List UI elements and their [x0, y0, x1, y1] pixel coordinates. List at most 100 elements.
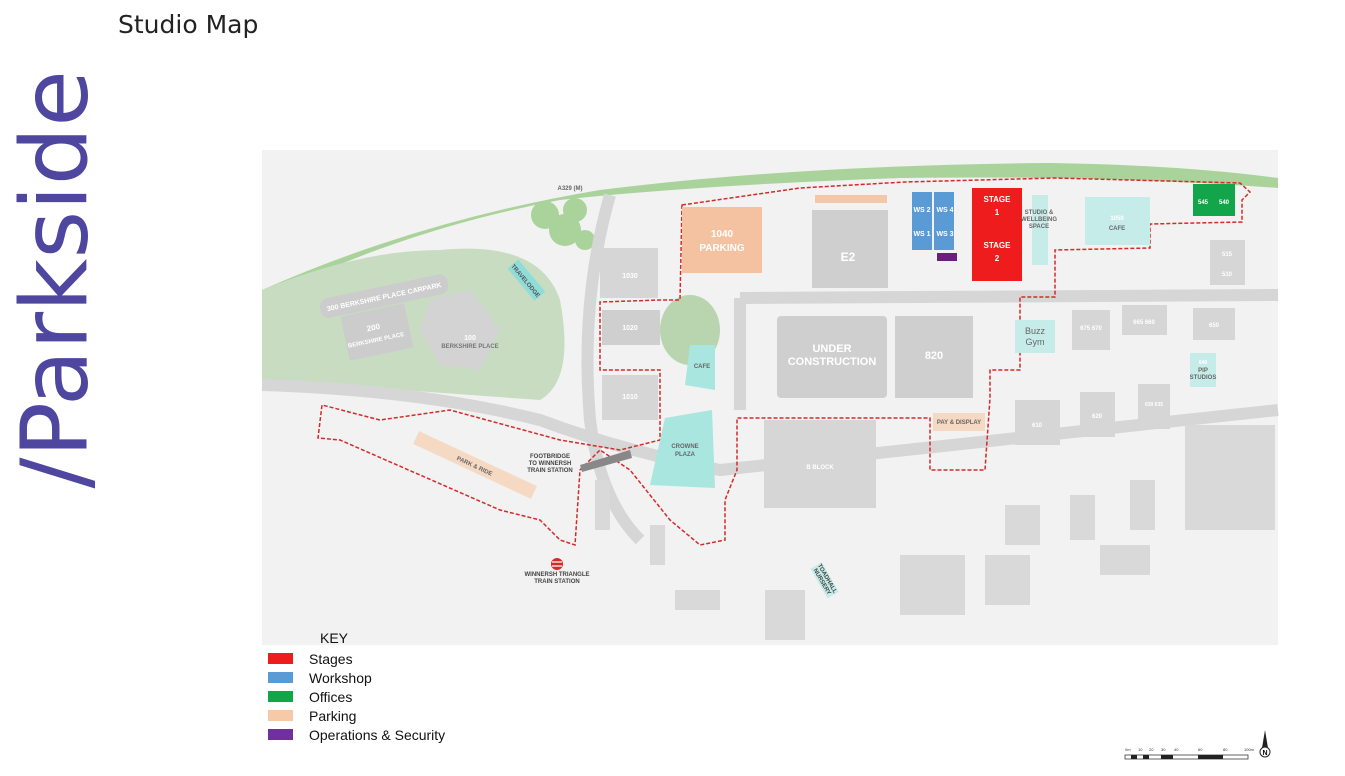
- building-630-635: 630 635: [1138, 384, 1170, 429]
- svg-text:820: 820: [925, 350, 943, 362]
- svg-text:545: 545: [1198, 200, 1209, 206]
- stage-1: STAGE: [984, 195, 1012, 204]
- key-item-operations: Operations & Security: [268, 725, 445, 744]
- key-title: KEY: [320, 630, 349, 646]
- svg-text:CAFE: CAFE: [694, 364, 710, 370]
- footbridge: [580, 450, 632, 472]
- studio-wellbeing-space: STUDIO & WELLBEING SPACE: [1021, 195, 1057, 265]
- svg-text:TRAIN STATION: TRAIN STATION: [527, 468, 572, 474]
- offices-545-540: 545 540: [1193, 184, 1235, 216]
- svg-text:620: 620: [1092, 414, 1103, 420]
- workshop-ws1: WS 1: [913, 231, 930, 238]
- building-675-670: 675 670: [1072, 310, 1110, 350]
- trees: [531, 198, 595, 250]
- svg-text:10: 10: [1138, 747, 1143, 752]
- workshop-ws3: WS 3: [936, 231, 953, 238]
- building-100: [420, 290, 500, 370]
- operations-security: [937, 253, 957, 261]
- key-label: Offices: [309, 688, 353, 705]
- rail-icon: [551, 558, 563, 570]
- svg-text:CROWNE: CROWNE: [671, 444, 698, 450]
- key-item-stages: Stages: [268, 649, 445, 668]
- workshop-ws2: WS 2: [913, 207, 930, 214]
- parking-strip: [815, 195, 887, 203]
- train-station: WINNERSH TRIANGLE TRAIN STATION: [525, 558, 590, 585]
- svg-text:200: 200: [366, 322, 381, 334]
- svg-text:E2: E2: [841, 250, 856, 264]
- svg-text:SPACE: SPACE: [1029, 224, 1049, 230]
- crowne-plaza: CROWNE PLAZA: [650, 410, 715, 488]
- svg-text:610: 610: [1032, 423, 1043, 429]
- svg-text:510: 510: [1222, 272, 1233, 278]
- building-200: 200 BERKSHIRE PLACE: [340, 303, 414, 361]
- berkshire-grounds: [262, 248, 565, 400]
- svg-text:Gym: Gym: [1026, 337, 1045, 347]
- svg-text:30: 30: [1161, 747, 1166, 752]
- svg-text:CONSTRUCTION: CONSTRUCTION: [788, 356, 877, 368]
- stages-swatch: [268, 653, 293, 664]
- building-820: 820: [895, 316, 973, 398]
- svg-text:STUDIO &: STUDIO &: [1025, 210, 1054, 216]
- key-item-workshop: Workshop: [268, 668, 445, 687]
- footbridge-label: FOOTBRIDGE TO WINNERSH TRAIN STATION: [527, 454, 572, 474]
- svg-text:40: 40: [1174, 747, 1179, 752]
- svg-text:2: 2: [995, 254, 1000, 263]
- buzz-gym: Buzz Gym: [1015, 320, 1055, 353]
- svg-text:FOOTBRIDGE: FOOTBRIDGE: [530, 454, 570, 460]
- svg-text:1010: 1010: [622, 394, 638, 401]
- building-620: 620: [1080, 392, 1115, 437]
- north-arrow-icon: N: [1259, 730, 1271, 758]
- svg-text:PLAZA: PLAZA: [675, 452, 696, 458]
- under-construction: UNDER CONSTRUCTION: [777, 316, 887, 398]
- svg-text:515: 515: [1222, 252, 1233, 258]
- svg-text:TRAIN STATION: TRAIN STATION: [534, 579, 579, 585]
- key-item-offices: Offices: [268, 687, 445, 706]
- svg-text:640: 640: [1199, 360, 1208, 366]
- workshop-swatch: [268, 672, 293, 683]
- building-1030: 1030: [600, 248, 658, 298]
- svg-text:665 660: 665 660: [1133, 320, 1155, 326]
- svg-text:1050: 1050: [1110, 216, 1124, 222]
- toadhall-nursery: TOADHALL NURSERY: [810, 562, 839, 599]
- stage-2: STAGE: [984, 241, 1012, 250]
- svg-text:PIP: PIP: [1198, 368, 1208, 374]
- map-key: KEY Stages Workshop Offices Parking Oper…: [268, 630, 445, 744]
- building-610: 610: [1015, 400, 1060, 445]
- key-label: Workshop: [309, 669, 372, 686]
- key-label: Operations & Security: [309, 726, 446, 743]
- pay-display-parking: PAY & DISPLAY: [933, 413, 985, 431]
- svg-text:1020: 1020: [622, 325, 638, 332]
- building-1040-parking: 1040 PARKING: [682, 207, 762, 273]
- svg-text:Buzz: Buzz: [1025, 326, 1046, 336]
- svg-text:0m: 0m: [1125, 747, 1131, 752]
- svg-text:60: 60: [1198, 747, 1203, 752]
- svg-text:WINNERSH TRIANGLE: WINNERSH TRIANGLE: [525, 572, 590, 578]
- tree-belt: [262, 163, 1278, 300]
- svg-text:650: 650: [1209, 323, 1220, 329]
- svg-text:1030: 1030: [622, 273, 638, 280]
- svg-text:CAFE: CAFE: [1109, 226, 1125, 232]
- workshop-ws4: WS 4: [936, 207, 953, 214]
- building-515-510: 515 510: [1210, 240, 1245, 285]
- stages: STAGE 1 STAGE 2: [972, 188, 1022, 281]
- svg-text:PAY & DISPLAY: PAY & DISPLAY: [937, 420, 981, 426]
- building-e2: E2: [812, 210, 888, 288]
- svg-text:TO WINNERSH: TO WINNERSH: [529, 461, 572, 467]
- key-item-parking: Parking: [268, 706, 445, 725]
- key-label: Stages: [309, 650, 353, 667]
- b-block: B BLOCK: [764, 420, 876, 508]
- cafe: CAFE: [685, 345, 715, 390]
- pip-studios: 640 PIP STUDIOS: [1190, 353, 1216, 387]
- building-1010: 1010: [602, 375, 658, 420]
- svg-text:20: 20: [1149, 747, 1154, 752]
- svg-text:80: 80: [1223, 747, 1228, 752]
- svg-text:PARKING: PARKING: [699, 243, 745, 254]
- svg-text:675 670: 675 670: [1080, 326, 1102, 332]
- svg-text:N: N: [1262, 750, 1267, 757]
- svg-text:1040: 1040: [711, 229, 734, 240]
- svg-text:630 635: 630 635: [1145, 402, 1163, 408]
- building-1050-cafe: 1050 CAFE: [1085, 197, 1150, 245]
- svg-text:WELLBEING: WELLBEING: [1021, 217, 1057, 223]
- operations-swatch: [268, 729, 293, 740]
